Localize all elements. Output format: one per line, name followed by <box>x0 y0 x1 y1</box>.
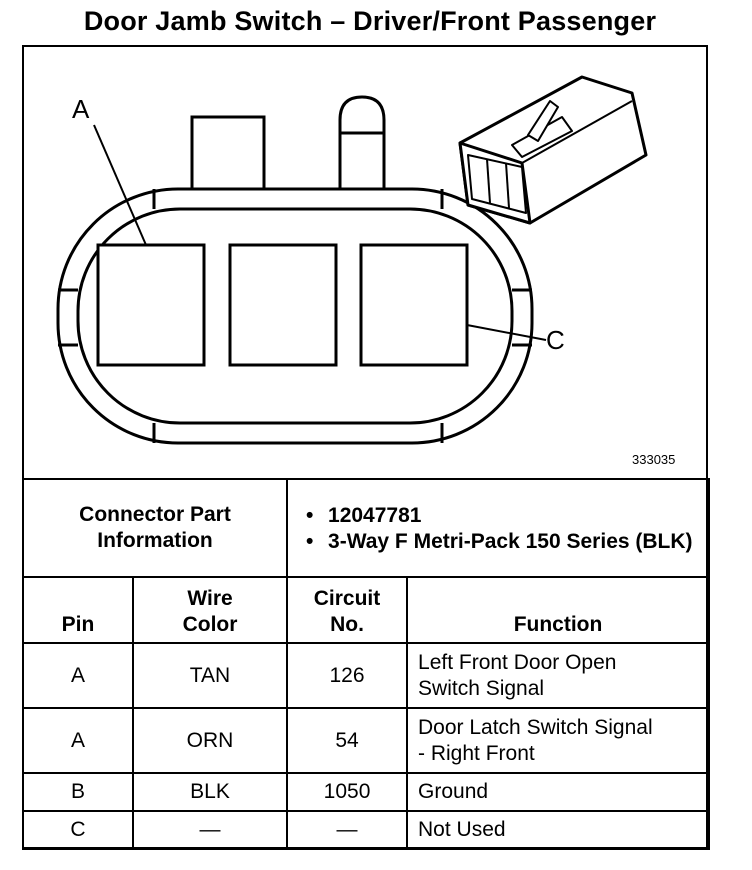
connector-iso-view <box>458 75 648 225</box>
figure-number: 333035 <box>632 452 676 467</box>
table-row: A ORN 54 Door Latch Switch Signal - Righ… <box>22 707 711 774</box>
connector-info-label: Connector Part Information <box>21 478 289 578</box>
diagram-title: Door Jamb Switch – Driver/Front Passenge… <box>83 6 657 36</box>
header-pin: Pin <box>22 576 134 644</box>
table-row: C — — Not Used <box>22 810 711 850</box>
circuit-cell: 126 <box>286 642 409 709</box>
pin-cell: A <box>22 707 134 774</box>
connector-part-number: 12047781 <box>306 503 708 529</box>
table-row: B BLK 1050 Ground <box>22 772 711 812</box>
wire-color-cell: — <box>131 810 289 850</box>
wire-color-cell: ORN <box>131 707 289 774</box>
function-cell: Left Front Door Open Switch Signal <box>406 642 711 709</box>
table-header-row: Pin Wire Color Circuit No. Function <box>22 576 711 644</box>
table-row: A TAN 126 Left Front Door Open Switch Si… <box>22 642 711 709</box>
connector-drawing <box>56 75 648 445</box>
cavity-b <box>228 243 338 367</box>
function-cell: Door Latch Switch Signal - Right Front <box>406 707 711 774</box>
connector-key <box>338 95 386 212</box>
callout-label-c: C <box>546 325 565 355</box>
function-cell: Not Used <box>406 810 711 850</box>
wire-color-cell: TAN <box>131 642 289 709</box>
circuit-cell: — <box>286 810 409 850</box>
pin-cell: A <box>22 642 134 709</box>
cavity-c <box>359 243 469 367</box>
callout-c-leader <box>466 324 547 341</box>
header-wire-color: Wire Color <box>131 576 289 644</box>
connector-bullet-list: 12047781 3-Way F Metri-Pack 150 Series (… <box>288 497 708 559</box>
connector-info-values: 12047781 3-Way F Metri-Pack 150 Series (… <box>286 478 711 578</box>
callout-label-a: A <box>72 94 90 124</box>
connector-info-row: Connector Part Information 12047781 3-Wa… <box>21 478 711 578</box>
pin-cell: C <box>22 810 134 850</box>
circuit-cell: 1050 <box>286 772 409 812</box>
function-cell: Ground <box>406 772 711 812</box>
pin-cell: B <box>22 772 134 812</box>
connector-latch-tab <box>190 115 266 195</box>
callout-a-leader <box>93 124 147 246</box>
circuit-cell: 54 <box>286 707 409 774</box>
connector-table: Connector Part Information 12047781 3-Wa… <box>21 478 711 850</box>
cavity-a <box>96 243 206 367</box>
connector-description: 3-Way F Metri-Pack 150 Series (BLK) <box>306 529 708 555</box>
wire-color-cell: BLK <box>131 772 289 812</box>
header-circuit: Circuit No. <box>286 576 409 644</box>
header-function: Function <box>406 576 711 644</box>
